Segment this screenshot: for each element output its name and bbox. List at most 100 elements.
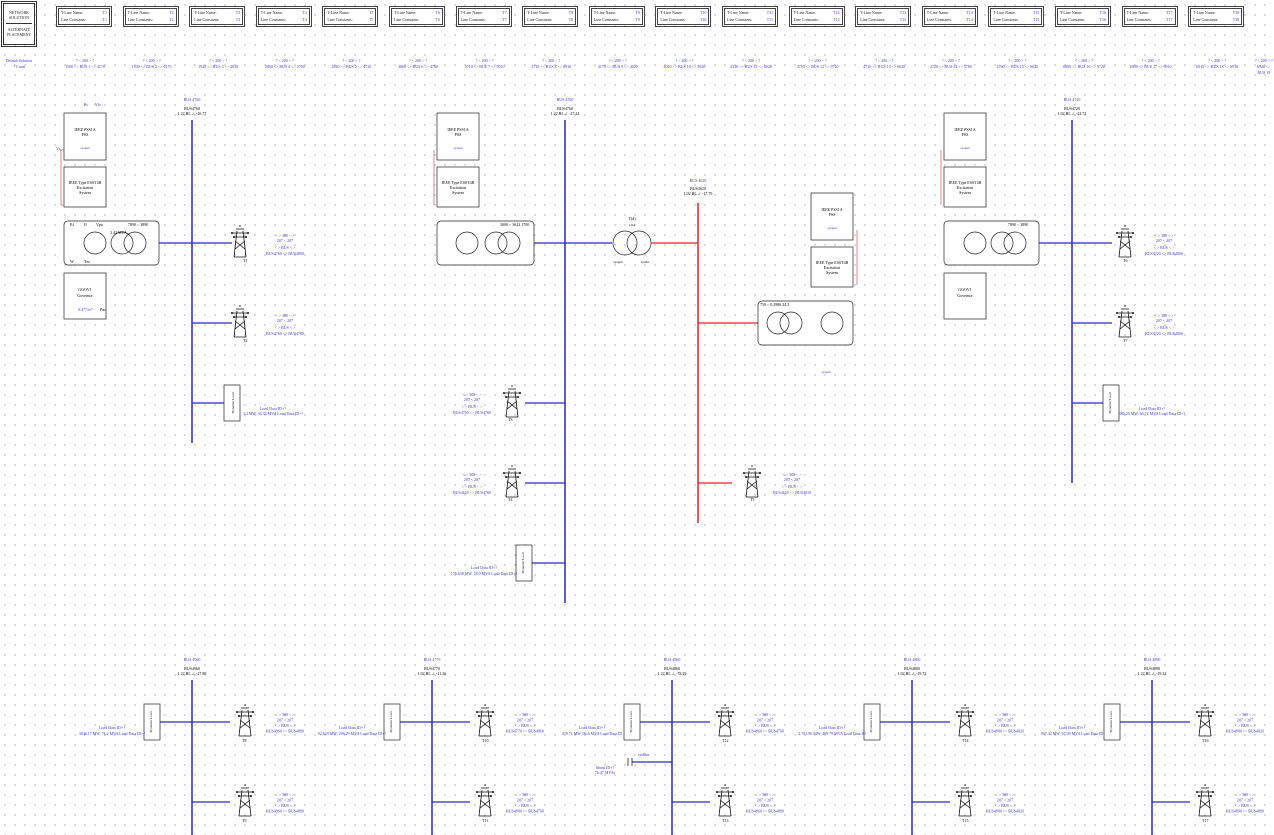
bottom-annotation-l2: 207 < 207 [1237,718,1253,723]
t2-ann-l2: 207 < 207 [277,318,293,323]
bottom-load-block[interactable] [1103,703,1121,741]
governor-block-1[interactable] [63,272,107,320]
t3-ann-l2: 207 < 207 [464,397,480,402]
exciter-block-1-sub: Excitation [77,185,93,190]
bottom-load-label: Load Data ID+? [1059,725,1085,730]
pss-block-center-note: sysgen [827,226,837,230]
bottom-annotation-l3: < > BUS < > [1235,723,1257,728]
network-solution-line-1: NETWORK [9,10,29,15]
column-header-line-2: 4750 <> BUS 12 <> 9720 [796,64,839,69]
column-header: ? < 200 > ?6910 <> BUS 18 <> 6910 [1187,58,1247,70]
bottom-load-block[interactable] [143,703,161,741]
pss-block-3-note: sysgen [960,146,970,150]
column-header: ? < 200 > ?2910 <> BUS 5 <> 4710 [321,58,381,70]
bottom-tower-label: T17 [1202,818,1208,823]
line-constants-label: Line Constants: [127,17,153,22]
pss-block-1[interactable] [63,112,107,161]
bottom-load-block[interactable] [863,703,881,741]
pss-block-center[interactable] [810,192,854,241]
bottom-annotation-l2: 207 < 207 [1237,798,1253,803]
column-header-line-1: ? < 200 > ? [542,58,561,63]
bottom-tower-label: T11 [482,818,488,823]
shunt-label: Shunt ID+? [596,765,615,770]
exciter-block-3[interactable] [943,166,987,208]
bottom-load-value: 92.629 MW, 296.29 MVA Load Data ID+? [318,731,387,737]
load-block-1[interactable] [223,384,241,422]
column-header-line-1: ? < 200 > ? [75,58,95,63]
bottom-load-value: 2.701.96 MW, 409.79 MVA Load Data ID [798,731,866,737]
line-constants-value: T9 [635,17,640,22]
load-2-value: 176.638 MW, 78.0 MVA Load Data ID+? [451,571,518,577]
line-constants-value: T6 [435,17,440,22]
exciter-block-2[interactable] [436,166,480,208]
tline-name-value: T15 [1032,10,1040,15]
pss-block-2[interactable] [436,112,480,161]
t4-ann-l1: < > 300 < > [462,472,482,477]
bottom-load-block[interactable] [623,703,641,741]
generator-group-3: IEEE PSS1A PSS sysgen IEEE Type ESST4B E… [940,97,1186,483]
tline-name-value: T8 [568,10,574,15]
bottom-annotation-l2: 207 < 207 [517,798,533,803]
governor-block-3[interactable] [943,272,987,320]
tline-name-label: T-Line Name: [327,10,350,15]
bottom-annotation-l4: BUS4960 <> BUS4800 [266,809,304,814]
tline-name-value: T1 [102,10,107,15]
tline-name-label: T-Line Name: [793,10,816,15]
column-header-line-1: ? < 200 > ? [1008,58,1027,63]
governor-1-pin: Pm [100,307,106,312]
transformer-tdn-right[interactable] [626,230,652,256]
shunt-name: sysBus [638,752,650,757]
column-header-line-2: 1530 <> BUS 2 <> 6170 [131,64,172,69]
bottom-annotation-l1: < > 300 < > [1235,792,1255,797]
line-constants-value: T16 [1099,17,1106,22]
shunt-capacitor-icon[interactable] [627,758,633,766]
column-header-line-1: ? < 200 > ? [875,58,894,63]
line-constants-label: Line Constants: [593,17,620,22]
pss-block-3[interactable] [943,112,987,161]
machine-block-center[interactable] [757,300,854,346]
load-block-3[interactable] [1102,384,1120,422]
machine-block-3[interactable] [943,220,1040,266]
line-constants-label: Line Constants: [860,17,886,22]
t7-ann-l3: < > BUS < > [1154,325,1176,330]
pss-pin-a-1: Ps [84,102,88,107]
column-header-line-2: 2910 <> BUS 5 <> 4710 [331,64,372,69]
exciter-block-1[interactable] [63,166,107,208]
pss-block-center-sub: PSS [829,212,836,217]
line-constants-label: Line Constants: [1060,17,1086,22]
load-block-2[interactable] [515,544,533,582]
transformer-tdn-left[interactable] [612,230,638,256]
tline-name-value: T10 [699,10,707,15]
bus-reading-2: 1.22 BL ∠ -27.24 [551,111,580,116]
bottom-load-block[interactable] [383,703,401,741]
line-constants-label: Line Constants: [793,17,819,22]
bottom-annotation-l3: < > BUS < > [1235,803,1257,808]
network-solution-box[interactable]: NETWORK SOLUTION ALTERNATE PLACEMENT [1,1,37,47]
machine-block-2[interactable] [436,220,535,266]
pss-pin-vs-1: Vs [56,146,61,151]
line-constants-label: Line Constants: [1193,17,1219,22]
line-constants-label: Line Constants: [727,17,753,22]
machine-block-1[interactable] [63,220,160,266]
exciter-block-center[interactable] [810,246,854,288]
column-header-line-1: ? < 200 > ? [1208,58,1227,63]
bottom-annotation-l4: BUS4800 <> BUS4820 [1226,729,1264,734]
